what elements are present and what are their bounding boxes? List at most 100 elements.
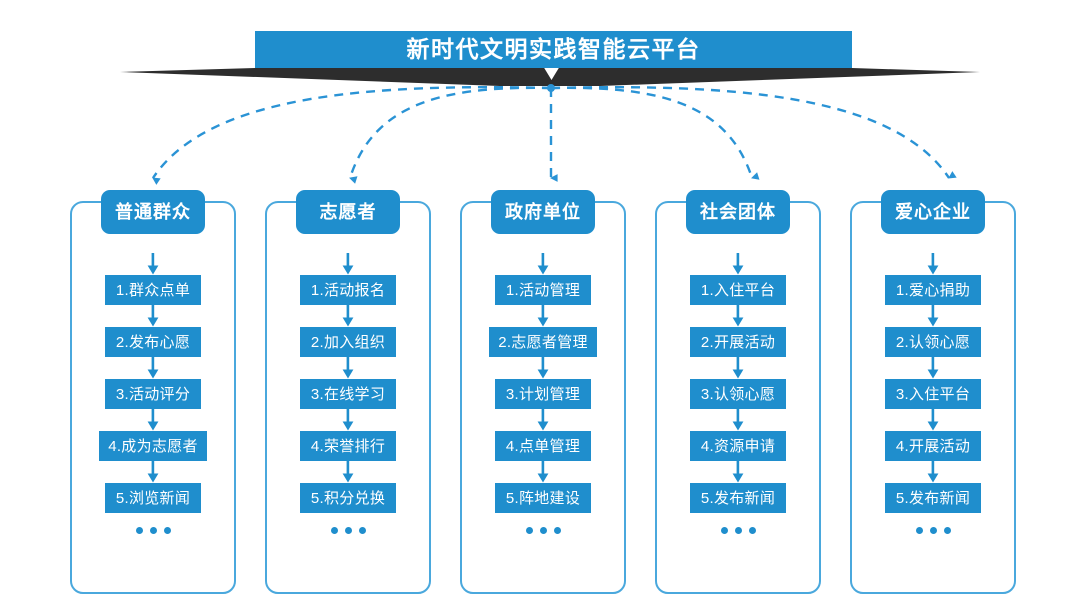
step-arrow-icon: [342, 461, 354, 483]
role-column-header-2[interactable]: 志愿者: [296, 190, 400, 234]
step-item[interactable]: 2.发布心愿: [105, 327, 201, 357]
more-ellipsis-icon: [330, 527, 366, 534]
step-item[interactable]: 2.志愿者管理: [489, 327, 597, 357]
step-item[interactable]: 1.活动管理: [495, 275, 591, 305]
step-item-label: 4.资源申请: [700, 437, 776, 455]
more-ellipsis-icon: [135, 527, 171, 534]
role-column-5: 爱心企业 1.爱心捐助 2.认领心愿 3.入住平台 4.开展活动 5.发布新闻: [850, 190, 1016, 594]
role-step-list-3: 1.活动管理 2.志愿者管理 3.计划管理 4.点单管理 5.阵地建设: [460, 253, 626, 534]
role-column-title: 社会团体: [700, 202, 776, 222]
step-item[interactable]: 1.入住平台: [690, 275, 786, 305]
banner-shadow-ribbon: [120, 66, 980, 86]
role-step-list-2: 1.活动报名 2.加入组织 3.在线学习 4.荣誉排行 5.积分兑换: [265, 253, 431, 534]
step-item[interactable]: 1.活动报名: [300, 275, 396, 305]
role-step-list-4: 1.入住平台 2.开展活动 3.认领心愿 4.资源申请 5.发布新闻: [655, 253, 821, 534]
step-arrow-icon: [147, 253, 159, 275]
step-item[interactable]: 3.计划管理: [495, 379, 591, 409]
step-item-label: 2.志愿者管理: [498, 333, 588, 351]
step-item-label: 3.计划管理: [505, 385, 581, 403]
step-item-label: 1.入住平台: [700, 281, 776, 299]
step-arrow-icon: [147, 357, 159, 379]
step-item-label: 2.认领心愿: [895, 333, 971, 351]
step-item-label: 5.浏览新闻: [115, 489, 191, 507]
role-column-title: 普通群众: [115, 202, 191, 222]
step-arrow-icon: [732, 305, 744, 327]
step-arrow-icon: [732, 357, 744, 379]
role-column-title: 政府单位: [505, 202, 581, 222]
step-item[interactable]: 5.积分兑换: [300, 483, 396, 513]
role-column-title: 志愿者: [319, 202, 377, 222]
step-item[interactable]: 2.加入组织: [300, 327, 396, 357]
step-item[interactable]: 1.爱心捐助: [885, 275, 981, 305]
step-item-label: 5.发布新闻: [895, 489, 971, 507]
step-item[interactable]: 3.活动评分: [105, 379, 201, 409]
step-item[interactable]: 5.发布新闻: [690, 483, 786, 513]
step-arrow-icon: [927, 253, 939, 275]
step-item-label: 2.发布心愿: [115, 333, 191, 351]
role-column-title: 爱心企业: [895, 202, 971, 222]
platform-title-bar: 新时代文明实践智能云平台: [255, 31, 852, 68]
step-item-label: 4.点单管理: [505, 437, 581, 455]
step-item[interactable]: 2.认领心愿: [885, 327, 981, 357]
step-item-label: 1.活动管理: [505, 281, 581, 299]
step-arrow-icon: [342, 253, 354, 275]
step-arrow-icon: [927, 461, 939, 483]
role-column-header-1[interactable]: 普通群众: [101, 190, 205, 234]
step-arrow-icon: [342, 357, 354, 379]
step-item-label: 2.加入组织: [310, 333, 386, 351]
role-column-2: 志愿者 1.活动报名 2.加入组织 3.在线学习 4.荣誉排行 5.积分兑换: [265, 190, 431, 594]
step-arrow-icon: [927, 357, 939, 379]
step-item[interactable]: 3.在线学习: [300, 379, 396, 409]
role-column-header-5[interactable]: 爱心企业: [881, 190, 985, 234]
step-arrow-icon: [147, 305, 159, 327]
more-ellipsis-icon: [720, 527, 756, 534]
step-item[interactable]: 4.资源申请: [690, 431, 786, 461]
step-arrow-icon: [537, 357, 549, 379]
step-item[interactable]: 5.发布新闻: [885, 483, 981, 513]
more-ellipsis-icon: [915, 527, 951, 534]
step-item[interactable]: 4.成为志愿者: [99, 431, 207, 461]
step-arrow-icon: [147, 409, 159, 431]
step-arrow-icon: [537, 461, 549, 483]
step-item-label: 1.爱心捐助: [895, 281, 971, 299]
step-arrow-icon: [147, 461, 159, 483]
step-arrow-icon: [342, 305, 354, 327]
role-column-4: 社会团体 1.入住平台 2.开展活动 3.认领心愿 4.资源申请 5.发布新闻: [655, 190, 821, 594]
role-column-3: 政府单位 1.活动管理 2.志愿者管理 3.计划管理 4.点单管理 5.阵地建设: [460, 190, 626, 594]
step-item[interactable]: 3.认领心愿: [690, 379, 786, 409]
role-column-header-4[interactable]: 社会团体: [686, 190, 790, 234]
step-item-label: 1.群众点单: [115, 281, 191, 299]
step-item[interactable]: 5.浏览新闻: [105, 483, 201, 513]
step-item-label: 2.开展活动: [700, 333, 776, 351]
platform-banner: 新时代文明实践智能云平台: [0, 0, 1080, 95]
step-arrow-icon: [732, 461, 744, 483]
step-item-label: 3.活动评分: [115, 385, 191, 403]
more-ellipsis-icon: [525, 527, 561, 534]
step-item-label: 5.阵地建设: [505, 489, 581, 507]
step-arrow-icon: [537, 305, 549, 327]
step-item-label: 4.开展活动: [895, 437, 971, 455]
page-title: 新时代文明实践智能云平台: [406, 36, 701, 62]
role-column-1: 普通群众 1.群众点单 2.发布心愿 3.活动评分 4.成为志愿者 5.浏览新闻: [70, 190, 236, 594]
step-item-label: 5.积分兑换: [310, 489, 386, 507]
role-step-list-1: 1.群众点单 2.发布心愿 3.活动评分 4.成为志愿者 5.浏览新闻: [70, 253, 236, 534]
step-item[interactable]: 5.阵地建设: [495, 483, 591, 513]
role-column-header-3[interactable]: 政府单位: [491, 190, 595, 234]
step-item[interactable]: 2.开展活动: [690, 327, 786, 357]
step-item-label: 3.在线学习: [310, 385, 386, 403]
step-arrow-icon: [537, 253, 549, 275]
step-item[interactable]: 4.荣誉排行: [300, 431, 396, 461]
step-arrow-icon: [537, 409, 549, 431]
step-item[interactable]: 3.入住平台: [885, 379, 981, 409]
step-item[interactable]: 1.群众点单: [105, 275, 201, 305]
step-arrow-icon: [927, 409, 939, 431]
role-step-list-5: 1.爱心捐助 2.认领心愿 3.入住平台 4.开展活动 5.发布新闻: [850, 253, 1016, 534]
step-arrow-icon: [732, 409, 744, 431]
step-item[interactable]: 4.开展活动: [885, 431, 981, 461]
step-arrow-icon: [927, 305, 939, 327]
step-item-label: 1.活动报名: [310, 281, 386, 299]
step-item-label: 4.荣誉排行: [310, 437, 386, 455]
step-item-label: 4.成为志愿者: [108, 437, 198, 455]
step-item[interactable]: 4.点单管理: [495, 431, 591, 461]
